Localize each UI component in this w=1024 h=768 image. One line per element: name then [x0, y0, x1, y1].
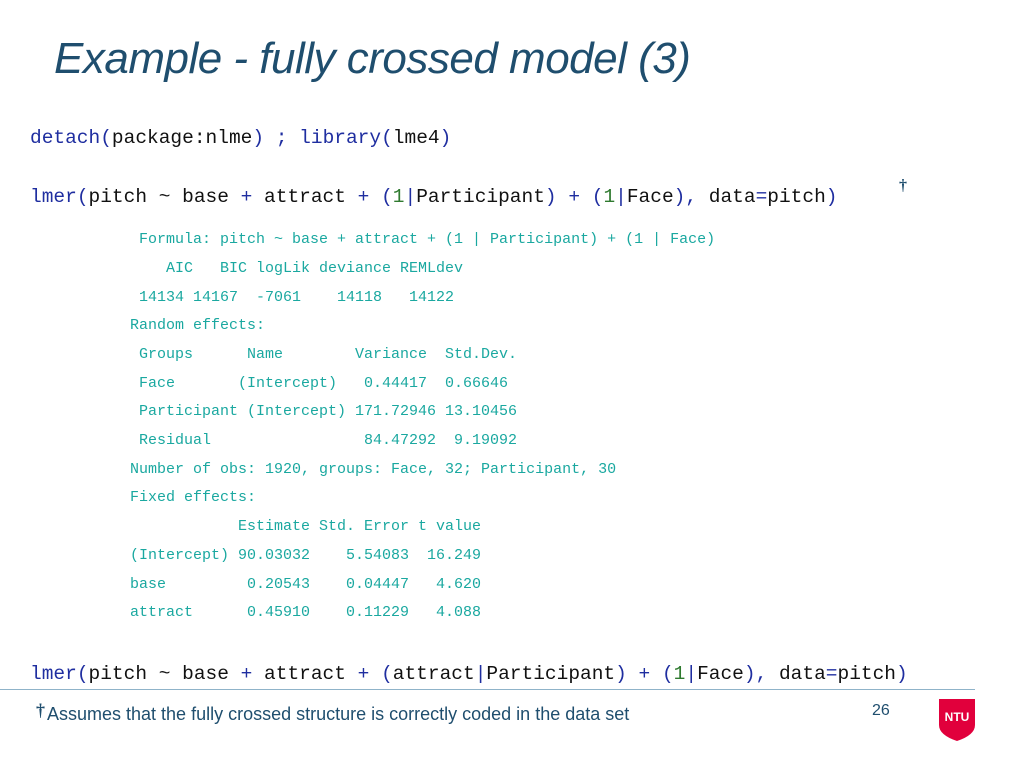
code-token: ( [381, 127, 393, 149]
footer-divider [0, 689, 975, 690]
output-fe-row: attract 0.45910 0.11229 4.088 [130, 604, 482, 621]
output-re-row: Face (Intercept) 0.44417 0.66646 [130, 375, 509, 392]
code-token: data [767, 663, 826, 685]
code-token: Face [626, 186, 674, 208]
code-token: ) [439, 127, 452, 149]
code-token: | [474, 663, 487, 685]
code-token: attract [392, 663, 475, 685]
output-re-row: Participant (Intercept) 171.72946 13.104… [130, 403, 518, 420]
code-token: Participant [416, 186, 545, 208]
code-token: | [404, 186, 417, 208]
footnote-marker: † [899, 177, 907, 194]
code-token: | [685, 663, 698, 685]
code-token: 1 [603, 186, 616, 208]
output-fe-row: base 0.20543 0.04447 4.620 [130, 576, 482, 593]
code-token: ( [369, 663, 393, 685]
shield-icon [939, 699, 975, 741]
code-token: ) [896, 663, 908, 685]
code-token: ) [825, 186, 838, 208]
code-token: attract [252, 186, 358, 208]
footnote-dagger: † [36, 700, 45, 720]
code-token: ) + ( [615, 663, 674, 685]
output-formula: Formula: pitch ~ base + attract + (1 | P… [130, 231, 716, 248]
code-token: = [755, 186, 768, 208]
code-token: detach [30, 127, 101, 149]
output-re-row: Residual 84.47292 9.19092 [130, 432, 518, 449]
page-number: 26 [872, 702, 890, 719]
code-token: 1 [673, 663, 686, 685]
code-token: + [240, 186, 253, 208]
code-token: pitch ~ base [88, 663, 241, 685]
code-token: 1 [392, 186, 405, 208]
code-token: lmer [30, 663, 77, 685]
code-token: library [299, 127, 382, 149]
code-token: | [615, 186, 627, 208]
code-token: Face [697, 663, 744, 685]
code-token: ( [369, 186, 393, 208]
footnote-text: Assumes that the fully crossed structure… [47, 704, 630, 724]
code-token: lmer [30, 186, 77, 208]
output-nobs: Number of obs: 1920, groups: Face, 32; P… [130, 461, 617, 478]
code-token: ), [673, 186, 698, 208]
output-fit-header: AIC BIC logLik deviance REMLdev [130, 260, 464, 277]
logo-text: NTU [945, 710, 970, 724]
code-token: lme4 [392, 127, 440, 149]
footnote: †Assumes that the fully crossed structur… [36, 700, 629, 725]
code-token: + [240, 663, 253, 685]
code-line-lmer-1: lmer(pitch ~ base + attract + (1|Partici… [30, 186, 838, 208]
code-token: ( [100, 127, 112, 149]
code-token: + [357, 186, 370, 208]
code-token: ), [743, 663, 768, 685]
code-token: pitch [767, 186, 826, 208]
slide-title: Example - fully crossed model (3) [54, 34, 691, 83]
output-random-effects-label: Random effects: [130, 317, 266, 334]
output-fixed-effects-label: Fixed effects: [130, 489, 257, 506]
code-token: + [357, 663, 370, 685]
code-token: = [825, 663, 838, 685]
code-token: ( [76, 663, 89, 685]
code-token: ) + ( [544, 186, 604, 208]
code-line-detach: detach(package:nlme) ; library(lme4) [30, 127, 451, 149]
code-token: ( [76, 186, 89, 208]
output-fe-row: (Intercept) 90.03032 5.54083 16.249 [130, 547, 482, 564]
code-token: attract [252, 663, 358, 685]
output-fe-header: Estimate Std. Error t value [130, 518, 482, 535]
code-token: pitch ~ base [88, 186, 241, 208]
code-token: Participant [486, 663, 616, 685]
code-token: package:nlme [111, 127, 253, 149]
output-re-header: Groups Name Variance Std.Dev. [130, 346, 518, 363]
code-token: pitch [837, 663, 897, 685]
code-token: ) ; [252, 127, 300, 149]
output-fit-values: 14134 14167 -7061 14118 14122 [130, 289, 455, 306]
code-line-lmer-2: lmer(pitch ~ base + attract + (attract|P… [30, 663, 908, 685]
ntu-logo: NTU [939, 699, 975, 741]
code-token: data [697, 186, 756, 208]
